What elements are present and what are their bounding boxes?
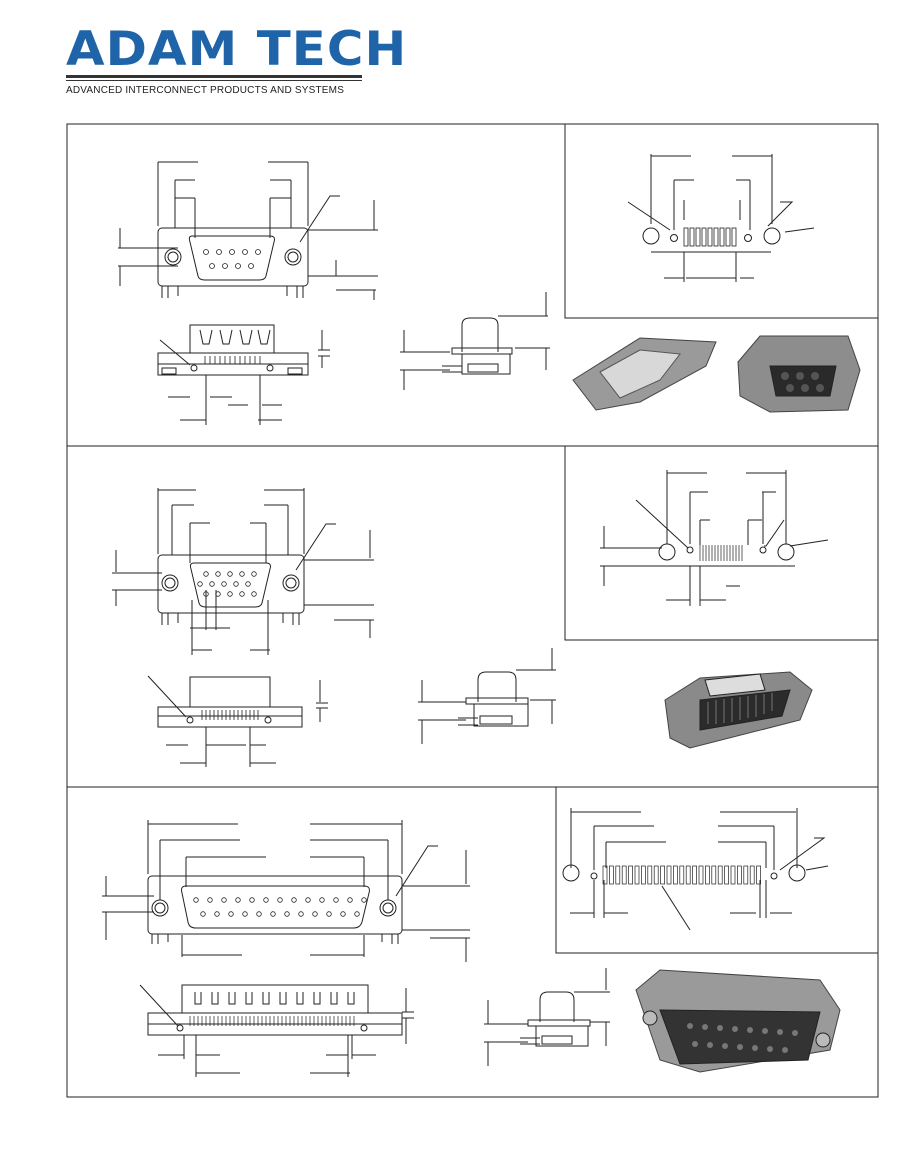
footprint-pad [621, 865, 627, 885]
footprint-pad [666, 865, 672, 885]
hd15-front-view [112, 488, 374, 655]
footprint-pad [724, 865, 729, 885]
footprint-pad [634, 865, 640, 885]
hd15-bottom-view [147, 675, 328, 767]
footprint-pad [711, 865, 717, 885]
brand-name: ADAM TECH [66, 22, 408, 77]
db9-front-view [118, 161, 378, 300]
footprint-pad [717, 865, 723, 885]
db9-product-photos [572, 335, 861, 413]
brand-logo: ADAM TECH ADVANCED INTERCONNECT PRODUCTS… [66, 26, 406, 96]
footprint-pad [609, 865, 614, 885]
db9-bottom-view [157, 324, 330, 425]
footprint-pad [641, 865, 646, 885]
footprint-pad [705, 865, 710, 885]
db9-pcb-footprint [627, 154, 815, 282]
footprint-pad [673, 865, 678, 885]
footprint-pad [660, 865, 665, 885]
hd15-side-view [418, 648, 556, 744]
db25-pcb-footprint [562, 808, 829, 931]
footprint-pad [679, 865, 685, 885]
footprint-pad [698, 865, 704, 885]
brand-tagline: ADVANCED INTERCONNECT PRODUCTS AND SYSTE… [66, 85, 345, 96]
footprint-pad [749, 865, 755, 885]
logo-rule [66, 75, 362, 78]
footprint-pad [647, 865, 653, 885]
footprint-pad [692, 865, 697, 885]
logo-rule-thin [66, 80, 362, 81]
footprint-pad [730, 865, 736, 885]
footprint-pad [653, 865, 659, 885]
db25-side-view [484, 968, 610, 1066]
db9-side-view [400, 292, 550, 390]
db25-front-view [102, 820, 470, 962]
footprint-pad [685, 865, 691, 885]
footprint-pad [602, 865, 608, 885]
hd15-pcb-footprint [600, 470, 829, 606]
footprint-pad [743, 865, 749, 885]
hd15-product-photo [664, 671, 813, 749]
db25-bottom-view [139, 984, 414, 1077]
footprint-pad [628, 865, 633, 885]
footprint-pad [737, 865, 742, 885]
drawing-frame [66, 123, 879, 1098]
db25-product-photo [635, 969, 841, 1073]
footprint-pad [615, 865, 621, 885]
footprint-pad [756, 865, 761, 885]
